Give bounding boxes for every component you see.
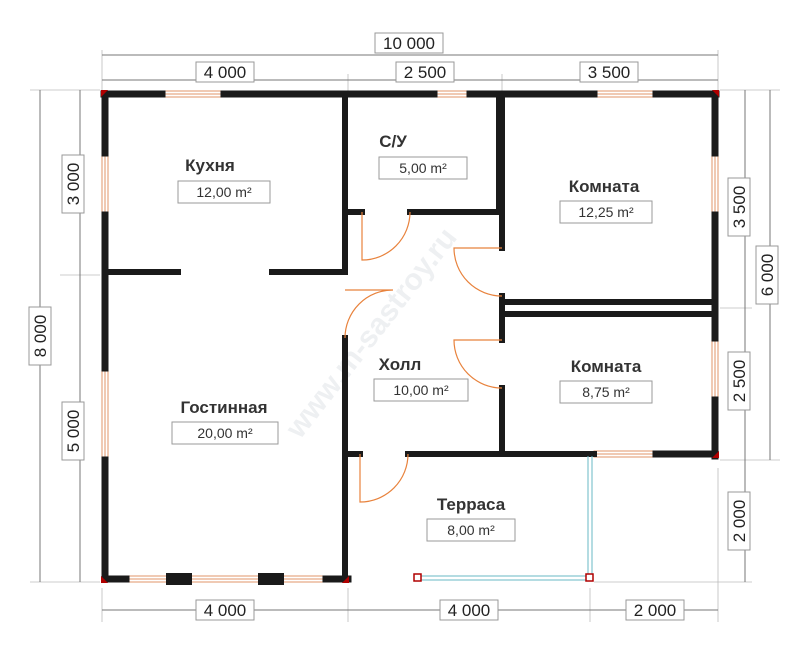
doors <box>344 211 503 503</box>
left-dim-label-2: 5 000 <box>64 410 83 453</box>
right-dim-label-3: 2 000 <box>730 500 749 543</box>
top-dim-label-1: 4 000 <box>204 63 247 82</box>
room-name-terrace: Терраса <box>437 495 506 514</box>
top-dim-box-3 <box>579 61 639 83</box>
room-living: Гостинная 20,00 m² <box>171 398 279 445</box>
right-dim-box-1 <box>727 177 751 237</box>
room-name-kitchen: Кухня <box>185 156 235 175</box>
top-dim-label-2: 2 500 <box>404 63 447 82</box>
top-dim-box-2 <box>395 61 455 83</box>
room-area-wc: 5,00 m² <box>399 160 447 176</box>
right-dim-box-3 <box>727 491 751 551</box>
area-box-bedroom-2 <box>559 380 653 404</box>
left-dim-box-1 <box>61 154 85 214</box>
room-kitchen: Кухня 12,00 m² <box>177 156 271 204</box>
total-width-label: 10 000 <box>383 34 435 53</box>
right-dim-label-2: 2 500 <box>730 360 749 403</box>
right-dim-box-2 <box>727 351 751 411</box>
left-total-label: 8 000 <box>31 315 50 358</box>
room-bedroom-1: Комната 12,25 m² <box>559 177 653 224</box>
room-area-terrace: 8,00 m² <box>447 522 495 538</box>
bottom-dim-label-2: 4 000 <box>448 601 491 620</box>
area-box-bedroom-1 <box>559 200 653 224</box>
top-dim-label-3: 3 500 <box>588 63 631 82</box>
room-name-hall: Холл <box>379 355 422 374</box>
room-wc: С/У 5,00 m² <box>378 132 468 180</box>
bottom-dim-label-3: 2 000 <box>634 601 677 620</box>
area-box-kitchen <box>177 180 271 204</box>
room-area-bedroom-1: 12,25 m² <box>578 204 634 220</box>
left-dim-box-2 <box>61 401 85 461</box>
room-area-living: 20,00 m² <box>197 425 253 441</box>
right-total-box <box>755 245 779 305</box>
room-area-kitchen: 12,00 m² <box>196 184 252 200</box>
bottom-dim-box-3 <box>625 599 685 621</box>
right-total-label: 6 000 <box>758 254 777 297</box>
room-name-bedroom-1: Комната <box>569 177 640 196</box>
left-total-box <box>28 306 52 366</box>
room-terrace: Терраса 8,00 m² <box>426 495 516 542</box>
top-dim-box-1 <box>195 61 255 83</box>
area-box-living <box>171 421 279 445</box>
interior-walls <box>102 91 718 582</box>
bottom-dim-label-1: 4 000 <box>204 601 247 620</box>
room-name-living: Гостинная <box>180 398 267 417</box>
bottom-dim-box-1 <box>195 599 255 621</box>
area-box-hall <box>373 378 469 402</box>
exterior-walls <box>100 90 720 585</box>
room-name-bedroom-2: Комната <box>571 357 642 376</box>
right-dim-label-1: 3 500 <box>730 186 749 229</box>
area-box-wc <box>378 156 468 180</box>
room-area-bedroom-2: 8,75 m² <box>582 384 630 400</box>
room-hall: Холл 10,00 m² <box>373 355 469 402</box>
area-box-terrace <box>426 518 516 542</box>
room-area-hall: 10,00 m² <box>393 382 449 398</box>
corner-markers <box>101 90 719 583</box>
bottom-dim-box-2 <box>439 599 499 621</box>
room-name-wc: С/У <box>379 132 407 151</box>
left-dim-label-1: 3 000 <box>64 163 83 206</box>
total-width-box <box>374 32 444 54</box>
terrace-railing <box>413 456 594 582</box>
room-bedroom-2: Комната 8,75 m² <box>559 357 653 404</box>
watermark-text: www.m-sastroy.ru <box>279 222 464 445</box>
